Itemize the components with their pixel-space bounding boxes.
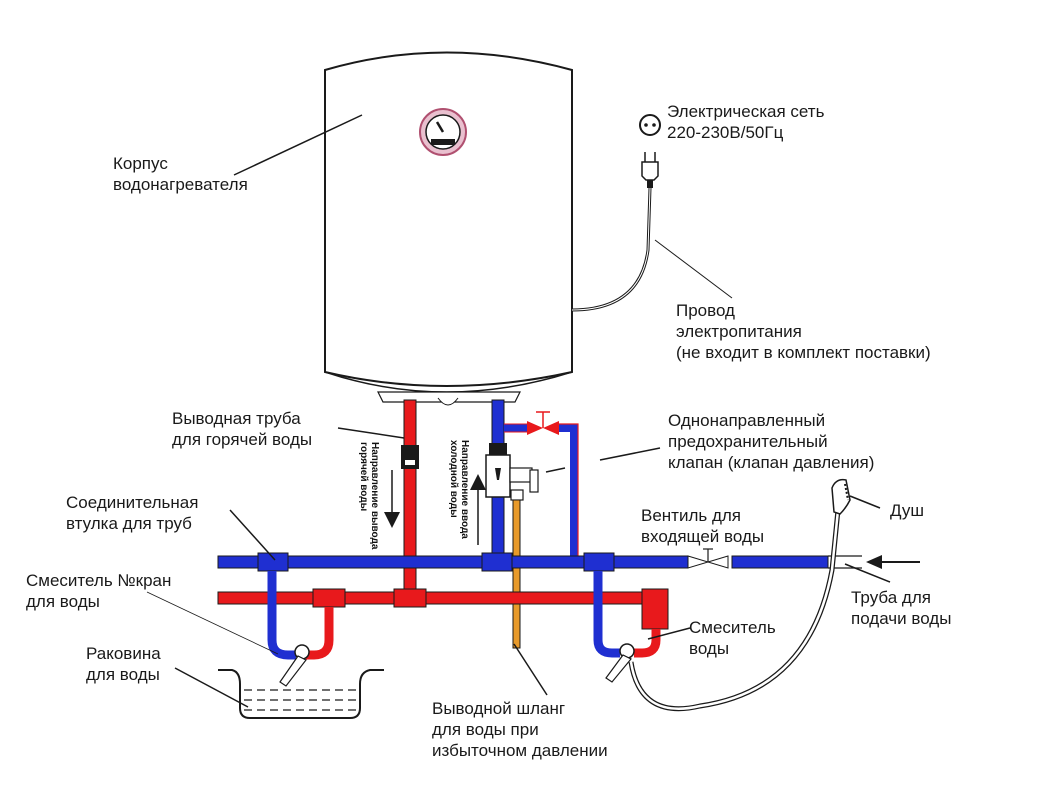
label-line: 220-230В/50Гц (667, 123, 784, 142)
label-inlet-valve: Вентиль для входящей воды (641, 505, 764, 547)
label-line: Однонаправленный (668, 411, 826, 430)
label-mixer-tap: Смеситель №кран для воды (26, 570, 171, 612)
label-check-valve: Однонаправленный предохранительный клапа… (668, 410, 874, 473)
label-power-cord: Провод электропитания (не входит в компл… (676, 300, 931, 363)
label-line: Выводная труба (172, 409, 301, 428)
label-line: Корпус (113, 154, 168, 173)
label-line: клапан (клапан давления) (668, 453, 875, 472)
label-line: Провод (676, 301, 735, 320)
inlet-valve-icon (687, 548, 729, 569)
label-line: Смеситель №кран (26, 571, 172, 590)
supply-arrow-icon (866, 555, 920, 569)
label-cold-direction: Направление ввода холодной воды (448, 440, 470, 539)
label-line: Направление ввода (459, 440, 470, 539)
shower-mixer (593, 571, 661, 683)
safety-valve (485, 454, 539, 501)
label-line: подачи воды (851, 609, 952, 628)
drain-hose (512, 499, 521, 649)
heater-body (324, 51, 573, 406)
label-line: входящей воды (641, 527, 765, 546)
label-sink: Раковина для воды (86, 643, 161, 685)
label-line: электропитания (676, 322, 802, 341)
label-hot-direction: Направление вывода горячей воды (358, 442, 380, 549)
shower-hose (628, 509, 841, 712)
label-line: Электрическая сеть (667, 102, 825, 121)
label-line: избыточном давлении (432, 741, 608, 760)
label-line: предохранительный (668, 432, 828, 451)
sink-mixer (267, 571, 334, 687)
label-line: Смеситель (689, 618, 776, 637)
label-line: для воды (86, 665, 160, 684)
label-line: Вентиль для (641, 506, 742, 525)
label-line: Душ (890, 501, 925, 520)
hot-direction-arrow-icon (384, 470, 400, 528)
label-mixer: Смеситель воды (689, 617, 776, 659)
label-line: водонагревателя (113, 175, 248, 194)
bypass-pipe (504, 411, 579, 556)
sink-basin (218, 669, 384, 719)
hot-outlet-pipe (401, 399, 419, 599)
label-line: Выводной шланг (432, 699, 566, 718)
cold-main-pipe (217, 552, 862, 572)
label-heater-body: Корпус водонагревателя (113, 153, 248, 195)
socket-icon (639, 114, 661, 136)
cold-direction-arrow-icon (470, 474, 486, 545)
shower-head-icon (831, 478, 851, 515)
label-mains: Электрическая сеть 220-230В/50Гц (667, 101, 824, 143)
hot-main-pipe (217, 588, 669, 630)
label-line: для воды при (432, 720, 539, 739)
thermometer-gauge-icon (419, 108, 467, 156)
label-line: Труба для (851, 588, 931, 607)
label-line: для горячей воды (172, 430, 313, 449)
label-line: втулка для труб (66, 514, 192, 533)
power-cord (571, 187, 652, 312)
label-drain-hose: Выводной шланг для воды при избыточном д… (432, 698, 608, 761)
label-line: горячей воды (358, 442, 369, 512)
label-line: для воды (26, 592, 100, 611)
label-shower: Душ (890, 500, 924, 521)
label-line: воды (689, 639, 730, 658)
label-line: Раковина (86, 644, 161, 663)
plug-icon (641, 152, 659, 188)
label-line: холодной воды (448, 440, 459, 518)
label-line: Соединительная (66, 493, 199, 512)
leader-lines (146, 114, 891, 708)
label-line: (не входит в комплект поставки) (676, 343, 931, 362)
label-hot-outlet: Выводная труба для горячей воды (172, 408, 312, 450)
label-supply-pipe: Труба для подачи воды (851, 587, 951, 629)
label-line: Направление вывода (369, 442, 380, 550)
label-coupling: Соединительная втулка для труб (66, 492, 198, 534)
